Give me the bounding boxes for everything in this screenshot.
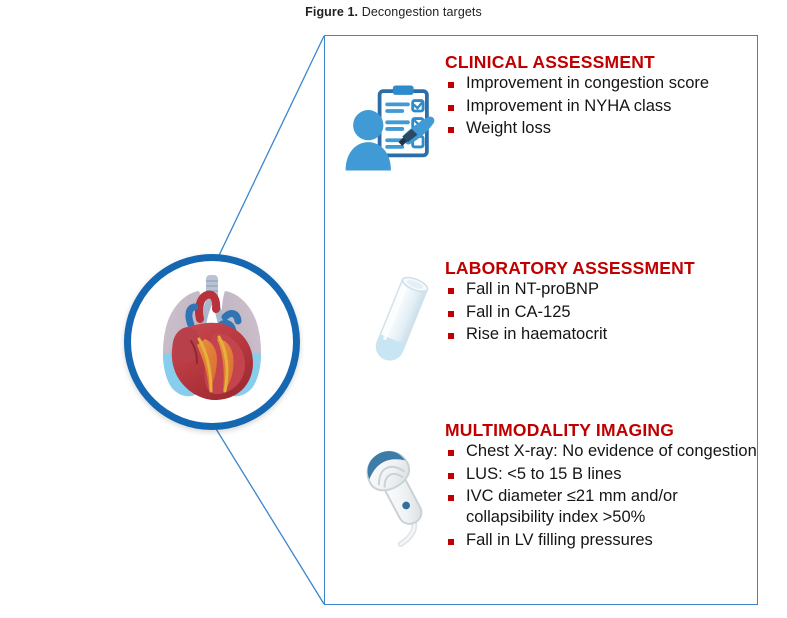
figure-caption-label: Figure 1.	[305, 5, 359, 19]
imaging-bullet-list: Chest X-ray: No evidence of congestion L…	[445, 441, 757, 551]
multimodality-imaging-body: MULTIMODALITY IMAGING Chest X-ray: No ev…	[445, 420, 757, 552]
heart-and-lungs-illustration-icon	[137, 267, 287, 417]
list-item: Improvement in NYHA class	[445, 96, 745, 117]
figure-caption: Figure 1. Decongestion targets	[0, 5, 787, 19]
ultrasound-probe-icon	[350, 442, 446, 553]
list-item: Rise in haematocrit	[445, 324, 755, 345]
list-item: Improvement in congestion score	[445, 73, 745, 94]
list-item: Fall in LV filling pressures	[445, 530, 757, 551]
list-item: IVC diameter ≤21 mm and/or collapsibilit…	[445, 486, 757, 529]
laboratory-assessment-body: LABORATORY ASSESSMENT Fall in NT-proBNP …	[445, 258, 755, 346]
section-title-clinical: CLINICAL ASSESSMENT	[445, 52, 655, 72]
list-item: Weight loss	[445, 118, 745, 139]
content-panel	[324, 35, 758, 605]
test-tube-icon	[358, 266, 444, 377]
heart-lungs-badge	[124, 254, 300, 430]
list-item: Fall in NT-proBNP	[445, 279, 755, 300]
list-item: LUS: <5 to 15 B lines	[445, 464, 757, 485]
laboratory-bullet-list: Fall in NT-proBNP Fall in CA-125 Rise in…	[445, 279, 755, 345]
section-title-laboratory: LABORATORY ASSESSMENT	[445, 258, 695, 278]
section-title-imaging: MULTIMODALITY IMAGING	[445, 420, 675, 440]
list-item: Chest X-ray: No evidence of congestion	[445, 441, 757, 462]
figure-caption-text: Decongestion targets	[358, 5, 482, 19]
clinical-bullet-list: Improvement in congestion score Improvem…	[445, 73, 745, 139]
clinical-assessment-body: CLINICAL ASSESSMENT Improvement in conge…	[445, 52, 745, 140]
clinical-checklist-icon	[338, 76, 442, 185]
list-item: Fall in CA-125	[445, 302, 755, 323]
